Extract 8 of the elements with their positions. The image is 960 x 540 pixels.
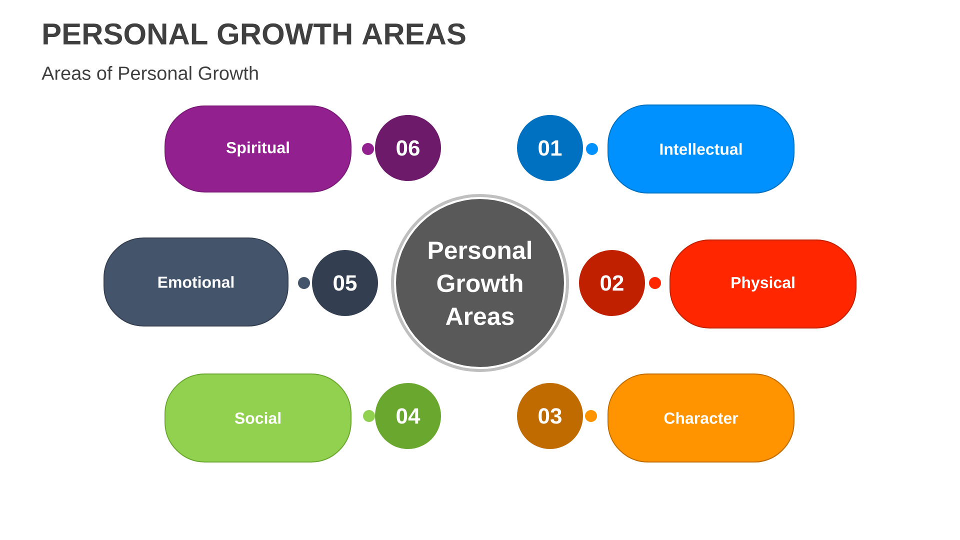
label-pill: Character — [608, 374, 794, 462]
label-pill: Social — [164, 374, 352, 462]
label-pill: Spiritual — [164, 106, 352, 192]
label-pill: Emotional — [104, 238, 288, 326]
label-pill: Intellectual — [608, 104, 794, 194]
subtitle: Areas of Personal Growth — [42, 66, 258, 80]
label-pill: Physical — [670, 240, 856, 328]
title: PERSONAL GROWTH AREAS — [44, 23, 466, 45]
